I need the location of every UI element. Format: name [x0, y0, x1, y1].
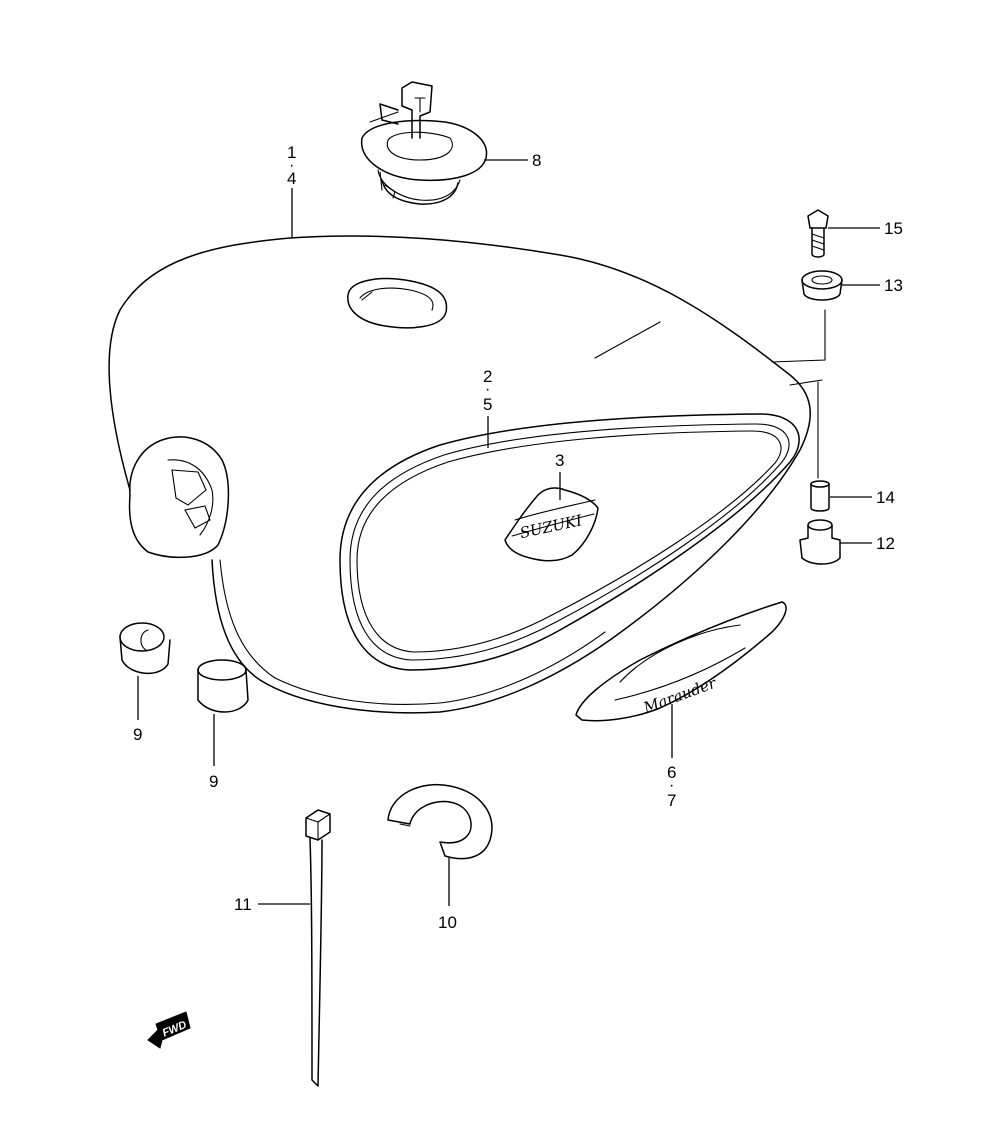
callout-6: 6 — [667, 763, 676, 782]
bolt — [807, 209, 829, 258]
callout-2: 2 — [483, 367, 492, 386]
callout-numbers: 1 · 4 2 · 5 3 6 · 7 8 9 9 10 11 12 13 14… — [133, 143, 903, 932]
callout-9b: 9 — [209, 772, 218, 791]
callout-11: 11 — [234, 895, 252, 914]
callout-9a: 9 — [133, 725, 142, 744]
clamp-10 — [387, 784, 493, 860]
grommet-13 — [801, 270, 843, 301]
emblem: Marauder — [575, 601, 787, 722]
callout-8: 8 — [532, 151, 541, 170]
fwd-arrow: FWD — [147, 1011, 191, 1049]
rubber-cushion-9a — [119, 622, 171, 675]
fuel-cap — [360, 81, 488, 205]
callout-12: 12 — [876, 534, 895, 553]
callout-4: 4 — [287, 169, 296, 188]
callout-3: 3 — [555, 451, 564, 470]
cable-tie-11 — [305, 809, 331, 1087]
collar-14 — [789, 379, 830, 512]
callout-7: 7 — [667, 791, 676, 810]
callout-14: 14 — [876, 488, 895, 507]
rubber-cushion-9b — [197, 659, 249, 713]
callout-10: 10 — [438, 913, 457, 932]
callout-separator-1-4: · — [289, 157, 294, 174]
fuel-tank — [108, 235, 826, 714]
callout-13: 13 — [884, 276, 903, 295]
cushion-12 — [799, 519, 841, 565]
callout-separator-6-7: · — [669, 777, 674, 794]
callout-separator-2-5: · — [485, 381, 490, 398]
callout-15: 15 — [884, 219, 903, 238]
leader-lines — [137, 159, 880, 906]
callout-1: 1 — [287, 143, 296, 162]
callout-5: 5 — [483, 395, 492, 414]
tank-badge: SUZUKI — [504, 487, 599, 562]
